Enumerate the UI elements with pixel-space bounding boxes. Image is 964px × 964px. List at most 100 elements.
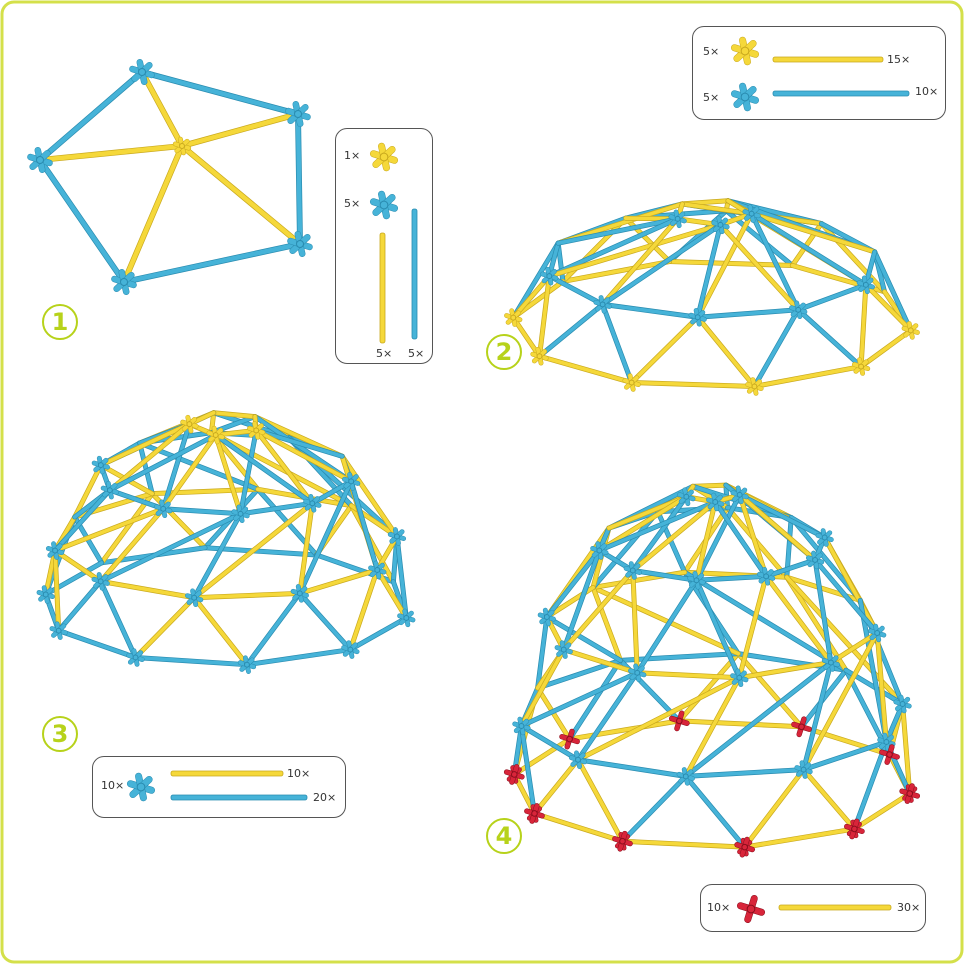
qty-blue-connector: 5× [344, 197, 361, 210]
blue-connector [126, 772, 156, 802]
blue-connector [49, 621, 68, 640]
yellow-rod-icon [170, 770, 284, 777]
yellow-connector [504, 308, 523, 327]
yellow-connector [745, 377, 764, 396]
blue-connector [129, 58, 155, 86]
qty-red-connector: 10× [707, 901, 731, 914]
parts-box-step1: 1× 5× 5× 5× [335, 128, 433, 364]
yellow-connector-icon [730, 36, 760, 66]
blue-connector [706, 492, 725, 512]
red-connector [524, 803, 545, 824]
blue-connector [45, 541, 65, 560]
blue-connector [111, 268, 137, 296]
blue-connector [856, 275, 875, 295]
blue-connector [126, 648, 145, 667]
red-connector [559, 728, 580, 750]
blue-connector-icon [126, 772, 156, 802]
qty-yellow-rod: 10× [287, 767, 311, 780]
blue-connector [628, 663, 647, 683]
blue-connector [537, 607, 556, 627]
blue-connector [805, 550, 825, 570]
qty-blue-rod: 5× [408, 347, 425, 360]
blue-connector [687, 571, 706, 590]
blue-connector [815, 528, 834, 547]
red-connector [612, 830, 633, 852]
step-number-3: 3 [42, 716, 78, 752]
qty-blue-rod: 10× [915, 85, 939, 98]
qty-blue-connector: 10× [101, 779, 125, 792]
red-connector [736, 894, 766, 924]
blue-connector [821, 653, 841, 672]
blue-connector [285, 100, 311, 128]
blue-connector [342, 472, 361, 491]
red-connector [791, 716, 812, 738]
blue-connector [27, 146, 53, 174]
step-number-2: 2 [486, 334, 522, 370]
blue-connector [397, 608, 416, 628]
blue-connector [688, 308, 707, 327]
yellow-rod-icon [772, 56, 884, 63]
blue-connector [368, 560, 387, 580]
blue-connector [730, 82, 760, 112]
blue-rod-icon [411, 208, 418, 340]
qty-yellow-rod: 5× [376, 347, 393, 360]
qty-yellow-rod: 15× [887, 53, 911, 66]
step-number-1: 1 [42, 304, 78, 340]
blue-connector [711, 215, 730, 235]
red-connector [899, 783, 921, 804]
blue-connector [341, 640, 360, 659]
red-connector-icon [736, 894, 766, 924]
blue-connector-icon [730, 82, 760, 112]
blue-connector [677, 487, 696, 507]
blue-connector [868, 623, 887, 643]
blue-connector [877, 732, 896, 752]
yellow-rod-icon [778, 904, 892, 911]
parts-box-step4: 10× 30× [700, 884, 926, 932]
blue-connector [668, 209, 687, 229]
red-connector [879, 744, 900, 765]
yellow-rod-icon [379, 232, 386, 344]
blue-connector [794, 760, 813, 779]
blue-connector [568, 750, 588, 769]
blue-connector-icon [369, 190, 399, 220]
blue-connector [100, 480, 119, 500]
red-connector [503, 764, 525, 785]
qty-yellow-connector: 1× [344, 149, 361, 162]
blue-connector [154, 499, 173, 519]
blue-connector [730, 485, 749, 505]
blue-connector [369, 190, 399, 220]
blue-rod-icon [772, 90, 910, 97]
yellow-connector-icon [369, 142, 399, 172]
yellow-connector [247, 421, 266, 440]
blue-rod-icon [170, 794, 308, 801]
blue-connector [36, 585, 55, 604]
blue-connector [742, 204, 761, 223]
blue-connector [231, 504, 250, 524]
blue-connector [237, 655, 257, 674]
blue-connector [303, 494, 322, 513]
yellow-connector [180, 414, 199, 434]
blue-connector [287, 230, 313, 258]
blue-connector [185, 588, 204, 607]
blue-connector [540, 266, 559, 286]
blue-connector [91, 572, 110, 591]
blue-connector [730, 668, 749, 687]
yellow-connector [730, 36, 760, 66]
qty-yellow-connector: 5× [703, 45, 720, 58]
qty-yellow-rod: 30× [897, 901, 921, 914]
red-connector [734, 836, 756, 858]
parts-box-step2: 5× 15× 5× 10× [692, 26, 946, 120]
blue-connector [590, 541, 609, 560]
blue-connector [893, 694, 912, 714]
blue-connector [676, 767, 695, 786]
blue-connector [290, 584, 309, 603]
step-number-4: 4 [486, 818, 522, 854]
yellow-connector [622, 373, 641, 392]
yellow-connector [206, 425, 225, 445]
yellow-connector [172, 136, 192, 156]
